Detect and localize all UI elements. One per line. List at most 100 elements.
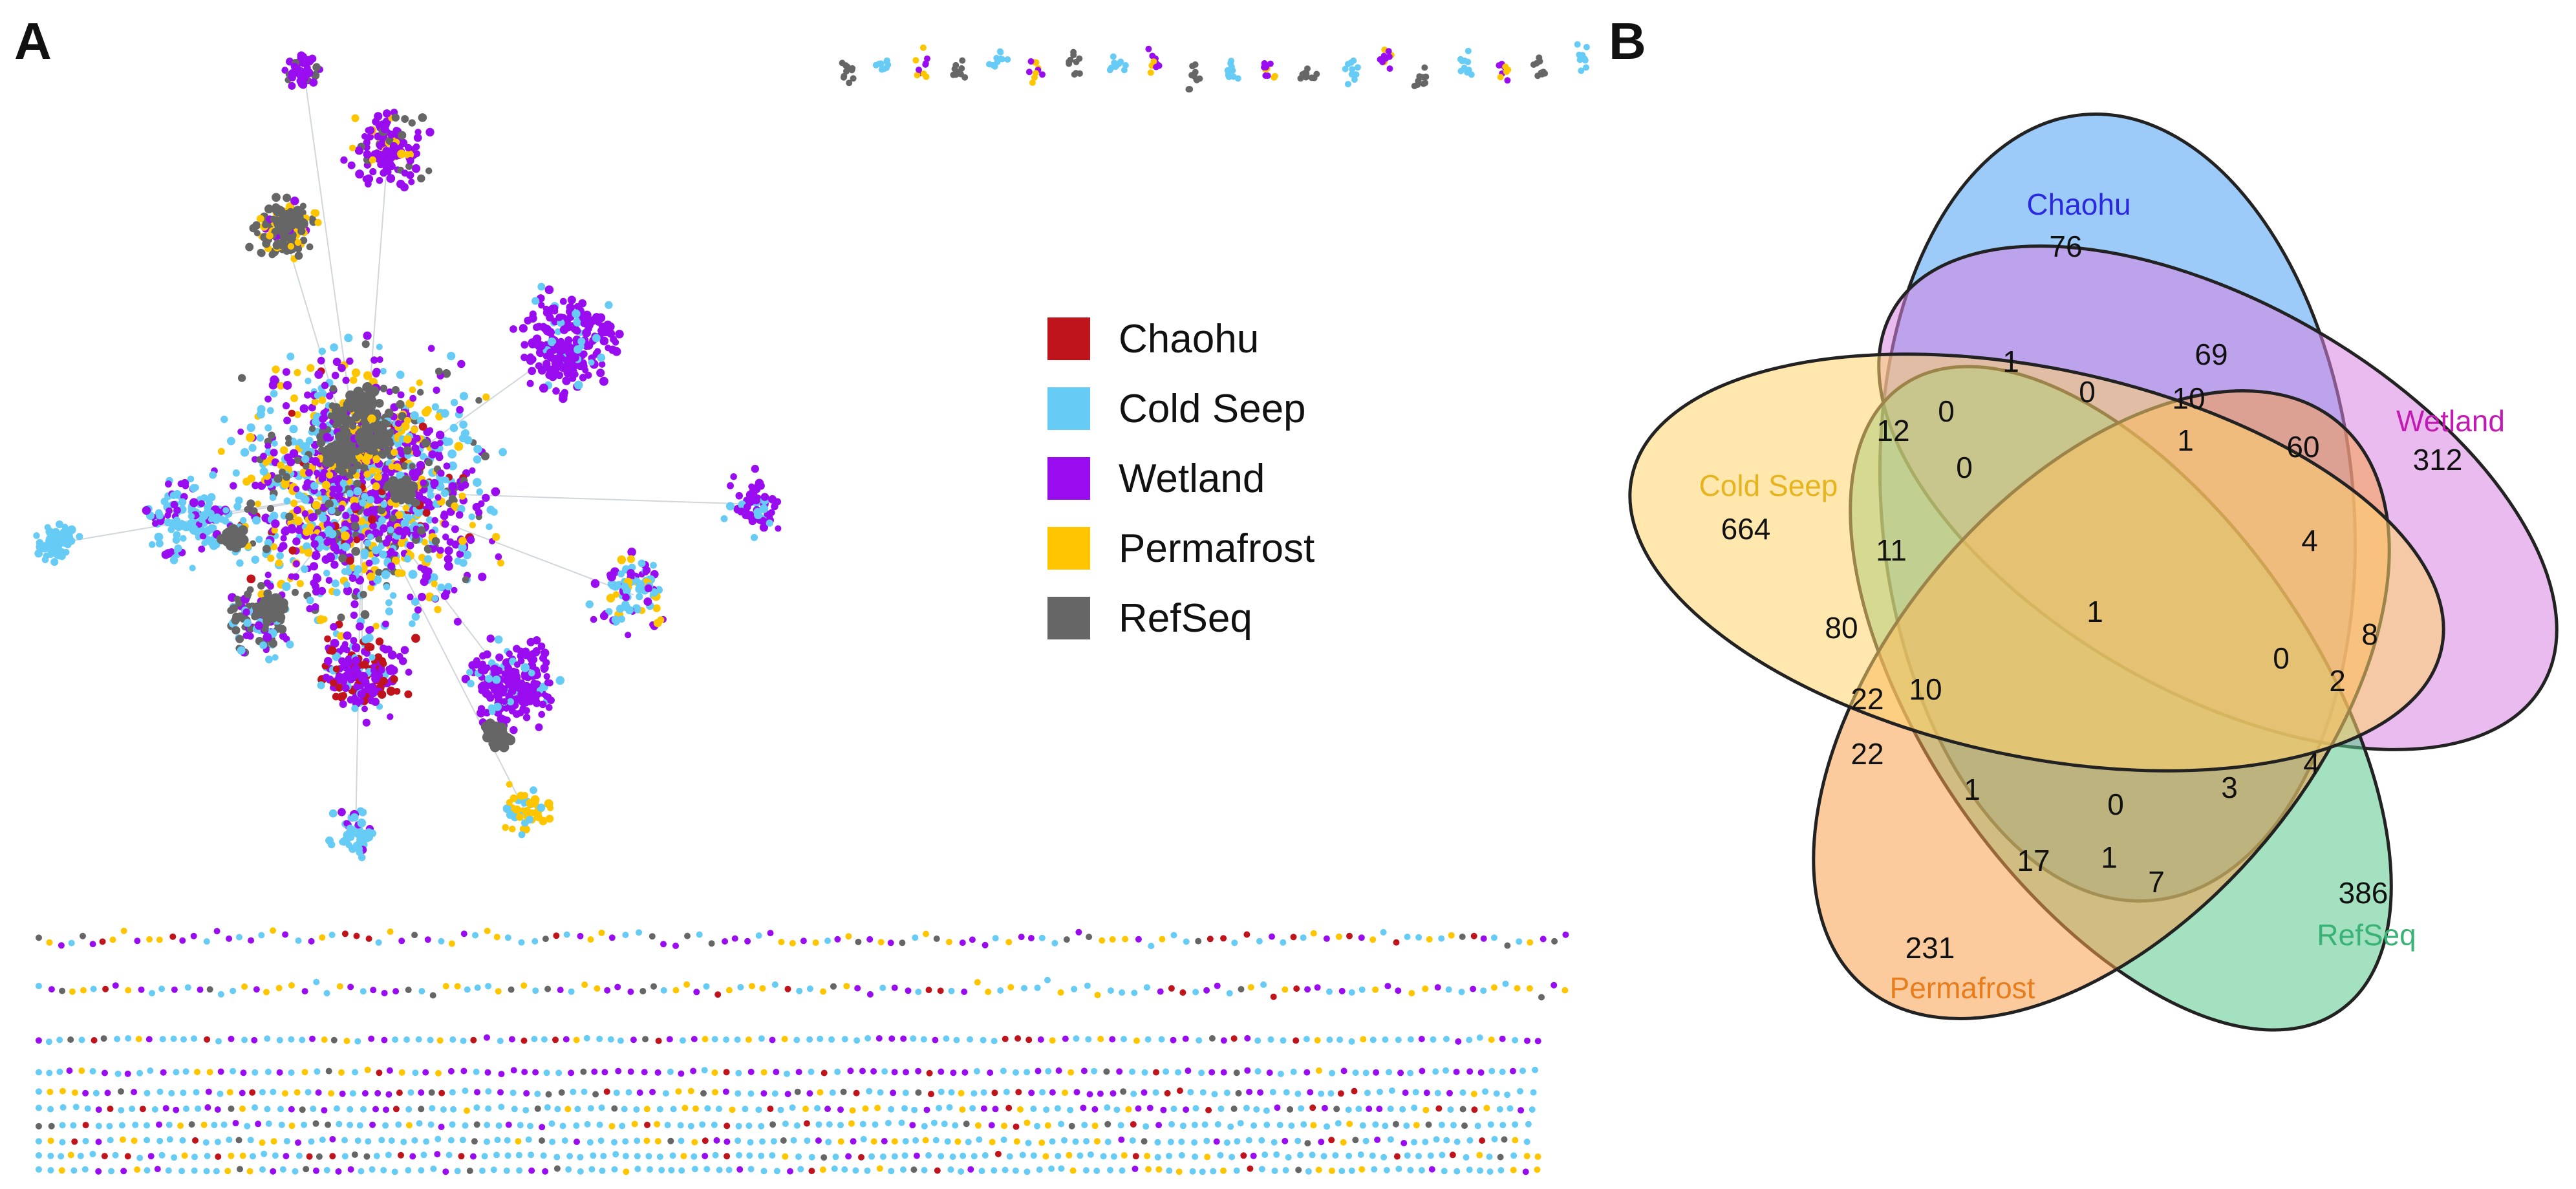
network-node [444, 583, 453, 591]
network-node [341, 930, 349, 937]
network-node [58, 1153, 65, 1160]
network-node [522, 651, 530, 659]
network-node [647, 1166, 653, 1173]
network-node [1463, 1154, 1470, 1161]
network-node [1466, 1137, 1474, 1144]
network-node [323, 990, 330, 997]
network-node [36, 1122, 42, 1130]
network-node [1453, 1068, 1460, 1075]
network-node [318, 514, 327, 523]
network-node [678, 1137, 685, 1144]
legend-label-refseq: RefSeq [1119, 595, 1252, 641]
network-node [454, 442, 464, 451]
network-node [1024, 1069, 1031, 1076]
network-node [829, 1089, 836, 1096]
network-node [585, 600, 594, 608]
network-node [428, 1089, 435, 1096]
network-node [1352, 1137, 1359, 1144]
network-node [711, 1121, 718, 1128]
network-node [460, 1037, 467, 1044]
network-node [493, 1152, 500, 1159]
network-node [952, 1122, 959, 1129]
network-node [458, 537, 467, 545]
network-node [380, 169, 388, 177]
network-node [636, 1089, 643, 1096]
network-node [294, 239, 302, 246]
network-node [1509, 1067, 1516, 1075]
network-node [1562, 987, 1569, 994]
network-node [66, 1067, 73, 1074]
network-node [902, 1089, 909, 1097]
network-node [565, 1166, 572, 1173]
network-node [485, 674, 493, 683]
network-node [845, 1153, 852, 1160]
network-node [532, 1069, 539, 1076]
network-node [1474, 1122, 1481, 1130]
network-node [653, 619, 662, 628]
network-node [1063, 936, 1070, 943]
network-node [1220, 1037, 1227, 1044]
network-node [1315, 1166, 1322, 1173]
network-node [1103, 1068, 1110, 1075]
network-node [1132, 1153, 1139, 1160]
network-node [89, 1067, 96, 1075]
network-node [1104, 1120, 1111, 1128]
network-node [395, 1121, 402, 1128]
network-node [405, 150, 414, 160]
network-node [912, 1137, 919, 1144]
venn-region-value: 22 [1851, 682, 1884, 716]
network-node [448, 482, 457, 491]
network-node [464, 1107, 470, 1114]
network-node [270, 927, 277, 934]
network-node [223, 527, 234, 538]
network-node [341, 641, 349, 648]
network-node [891, 1069, 898, 1076]
legend-label-permafrost: Permafrost [1119, 526, 1315, 571]
network-node [310, 482, 319, 490]
network-node [299, 404, 309, 413]
network-node [48, 1122, 55, 1130]
network-node [318, 396, 327, 404]
network-node [569, 367, 576, 374]
network-node [274, 474, 283, 483]
network-node [1441, 1168, 1448, 1175]
network-node [191, 1167, 198, 1174]
network-node [259, 1089, 266, 1096]
network-node [1037, 1036, 1044, 1043]
network-node [392, 1036, 399, 1043]
network-node [773, 1168, 780, 1175]
network-node [228, 1035, 235, 1042]
network-node [288, 1069, 295, 1076]
network-node [1348, 1038, 1355, 1045]
network-node [1027, 58, 1035, 65]
network-node [420, 565, 429, 574]
network-node [890, 1089, 897, 1097]
network-node [265, 1120, 272, 1127]
network-node [419, 453, 427, 460]
network-node [611, 1166, 618, 1173]
network-node [332, 422, 339, 429]
network-node [876, 1165, 883, 1172]
network-node [1380, 1153, 1388, 1161]
network-node [644, 584, 652, 593]
network-node [631, 1120, 638, 1128]
network-node [204, 1104, 211, 1111]
network-node [271, 440, 278, 447]
network-node [539, 1137, 545, 1144]
network-node [380, 500, 388, 508]
network-node [1395, 1165, 1402, 1172]
network-node [1233, 1069, 1240, 1077]
network-node [1576, 51, 1583, 58]
network-node [1427, 1152, 1434, 1159]
network-node [599, 612, 608, 621]
network-node [295, 937, 302, 944]
network-node [304, 391, 312, 399]
network-node [325, 499, 334, 509]
network-node [910, 1035, 917, 1042]
network-node [1247, 984, 1254, 991]
venn-region-value: 3 [2221, 771, 2238, 804]
network-node [467, 680, 475, 688]
network-node [316, 433, 325, 442]
network-node [484, 1122, 491, 1128]
network-node [938, 1068, 945, 1075]
